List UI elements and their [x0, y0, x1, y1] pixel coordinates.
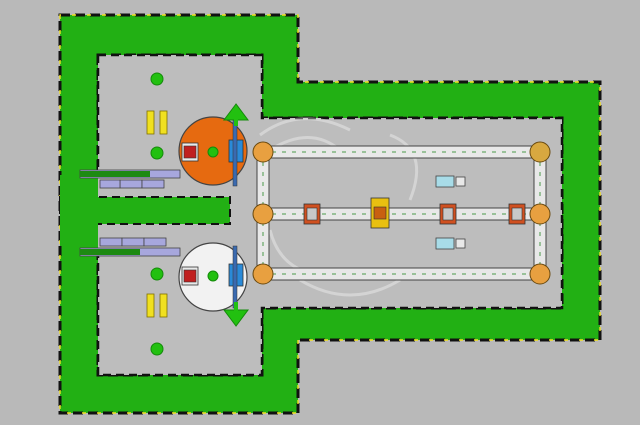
- robot-white[interactable]: [178, 242, 248, 312]
- slot-top: [435, 175, 466, 188]
- rail-joint: [529, 263, 551, 285]
- cart-3: [439, 203, 457, 225]
- rail-system: [256, 145, 547, 281]
- feeder-top: [79, 169, 181, 189]
- arrow-up-icon[interactable]: [223, 103, 249, 126]
- feeder-bottom: [79, 237, 181, 257]
- green-dot: [150, 146, 164, 160]
- rail-joint: [529, 141, 551, 163]
- slot-bottom: [435, 237, 466, 250]
- rail-joint: [252, 203, 274, 225]
- rail-joint: [529, 203, 551, 225]
- rail-joint: [252, 141, 274, 163]
- rail-joint: [252, 263, 274, 285]
- arrow-down-icon[interactable]: [223, 302, 249, 327]
- green-dot: [150, 267, 164, 281]
- rail-joints: [252, 141, 551, 285]
- cart-yellow: [370, 197, 390, 229]
- robot-orange[interactable]: [178, 116, 248, 187]
- yellow-marker-top: [146, 110, 168, 135]
- green-dot: [150, 72, 164, 86]
- green-dot: [150, 342, 164, 356]
- cart-4: [508, 203, 526, 225]
- cart-1: [303, 203, 321, 225]
- yellow-marker-bottom: [146, 293, 168, 318]
